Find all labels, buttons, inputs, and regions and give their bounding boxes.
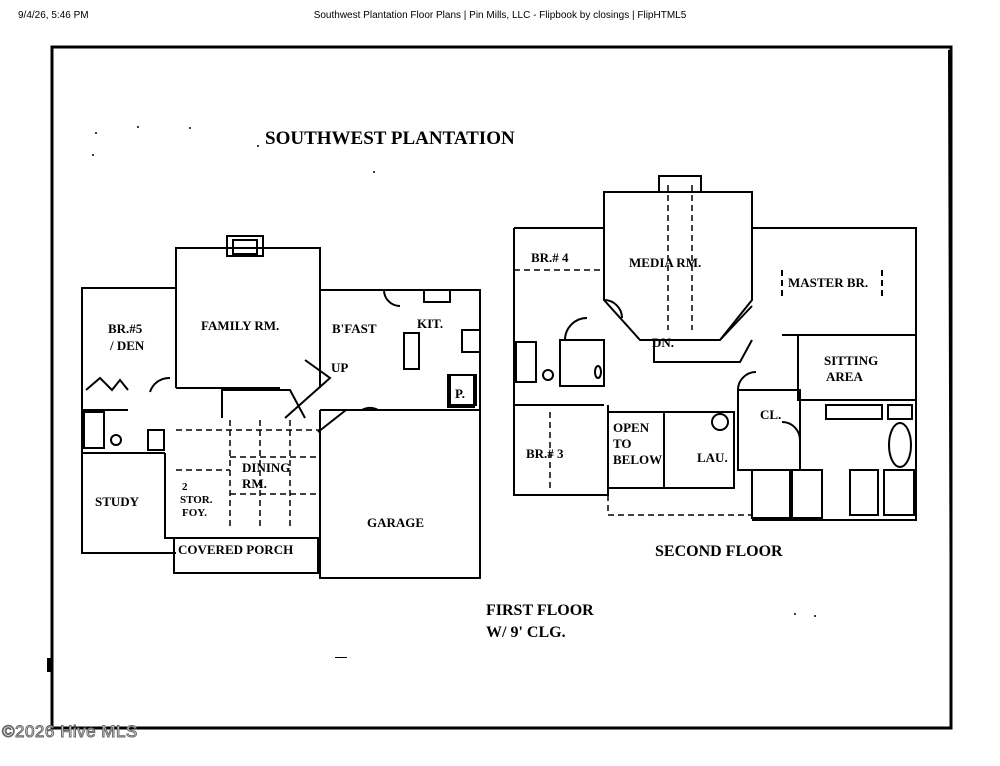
- room-garage: GARAGE: [367, 515, 424, 530]
- plan-title: SOUTHWEST PLANTATION: [265, 128, 515, 149]
- scan-specks: [47, 126, 816, 672]
- room-kitchen: KIT.: [417, 316, 443, 331]
- room-open-line3: BELOW: [613, 452, 662, 467]
- room-master: MASTER BR.: [788, 275, 868, 290]
- room-foyer-line1: 2: [182, 481, 188, 493]
- room-study: STUDY: [95, 494, 140, 509]
- first-floor-walls: [81, 235, 481, 579]
- stair-down: DN.: [652, 335, 674, 350]
- print-datetime: 9/4/26, 5:46 PM: [18, 10, 89, 21]
- room-pantry: P.: [455, 386, 465, 401]
- room-dining-line1: DINING: [242, 460, 290, 475]
- second-floor-caption: SECOND FLOOR: [655, 543, 783, 560]
- second-floor-walls: [513, 175, 917, 521]
- room-bfast: B'FAST: [332, 321, 377, 336]
- first-floor-caption-line1: FIRST FLOOR: [486, 602, 594, 619]
- room-sitting-line1: SITTING: [824, 353, 878, 368]
- room-br3: BR.# 3: [526, 446, 564, 461]
- room-closet: CL.: [760, 407, 781, 422]
- plan-labels: SOUTHWEST PLANTATION BR.#5 / DEN FAMILY …: [95, 128, 878, 641]
- room-br4: BR.# 4: [531, 250, 569, 265]
- room-foyer-line3: FOY.: [182, 507, 207, 519]
- room-family: FAMILY RM.: [201, 318, 279, 333]
- room-media: MEDIA RM.: [629, 255, 701, 270]
- print-page-title: Southwest Plantation Floor Plans | Pin M…: [313, 10, 687, 21]
- room-open-line2: TO: [613, 436, 632, 451]
- room-open-line1: OPEN: [613, 420, 650, 435]
- room-dining-line2: RM.: [242, 476, 267, 491]
- room-laundry: LAU.: [697, 450, 728, 465]
- stair-up: UP: [331, 360, 348, 375]
- room-br5-line2: / DEN: [109, 338, 145, 353]
- room-br5-line1: BR.#5: [108, 321, 143, 336]
- room-sitting-line2: AREA: [826, 369, 863, 384]
- mls-watermark: ©2026 Hive MLS: [2, 722, 138, 742]
- page-frame: [50, 45, 953, 730]
- room-porch: COVERED PORCH: [178, 542, 293, 557]
- room-foyer-line2: STOR.: [180, 494, 213, 506]
- first-floor-caption-line2: W/ 9' CLG.: [486, 624, 566, 641]
